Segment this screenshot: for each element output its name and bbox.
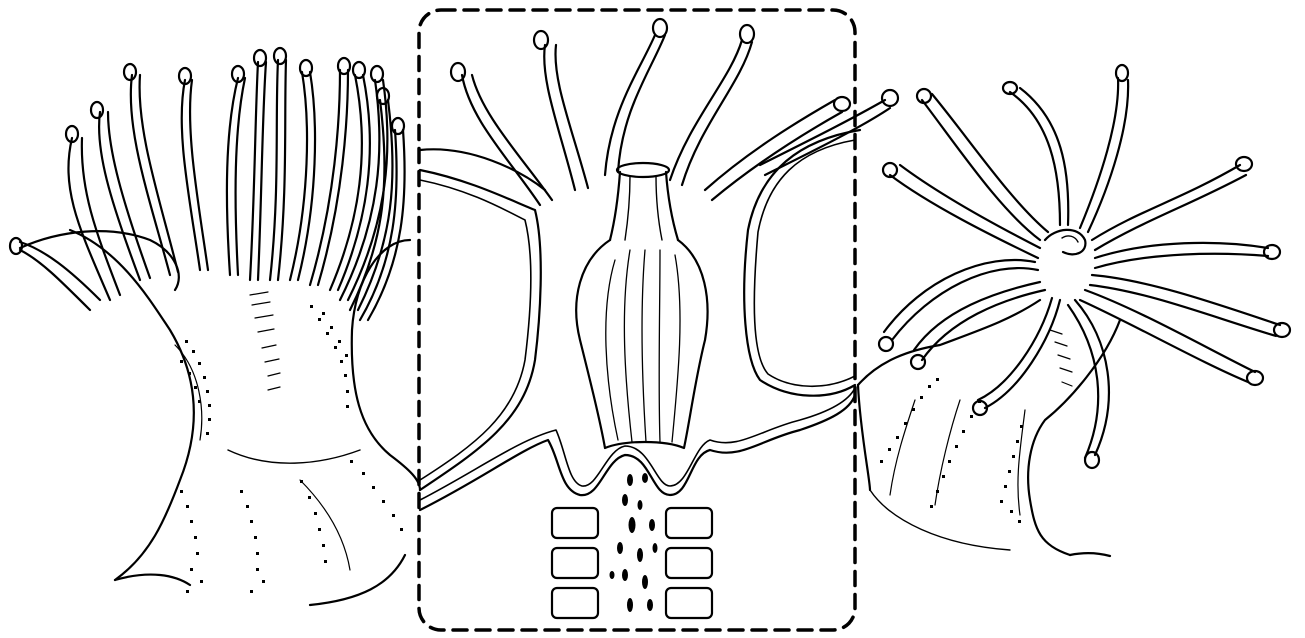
center-polyp-section — [419, 10, 898, 630]
pharynx — [610, 172, 678, 240]
body-wall-inner — [420, 140, 855, 500]
right-anemone-base — [870, 490, 1010, 550]
left-anemone-tentacles — [10, 48, 405, 320]
mouth-opening — [617, 163, 669, 177]
substrate-pores — [610, 473, 658, 612]
pharynx-inner — [625, 176, 662, 240]
right-anemone-texture — [890, 330, 1072, 515]
right-anemone-mouth-inner — [1062, 236, 1078, 242]
left-anemone-texture — [175, 292, 350, 570]
left-anemone — [10, 48, 420, 605]
right-anemone-mouth — [1045, 230, 1085, 255]
left-anemone-base — [115, 555, 405, 605]
highlight-box — [419, 10, 855, 630]
right-anemone-stipple — [880, 378, 1023, 523]
right-anemone-base-outline — [858, 385, 1110, 556]
right-anemone — [858, 65, 1290, 556]
left-anemone-collar-line — [228, 450, 360, 463]
mesentery-lines — [606, 250, 680, 442]
right-anemone-tentacles — [879, 65, 1290, 468]
left-anemone-stipple — [180, 305, 403, 593]
body-wall-outer — [420, 130, 860, 510]
center-tentacles — [420, 19, 898, 205]
left-anemone-column — [70, 230, 420, 580]
